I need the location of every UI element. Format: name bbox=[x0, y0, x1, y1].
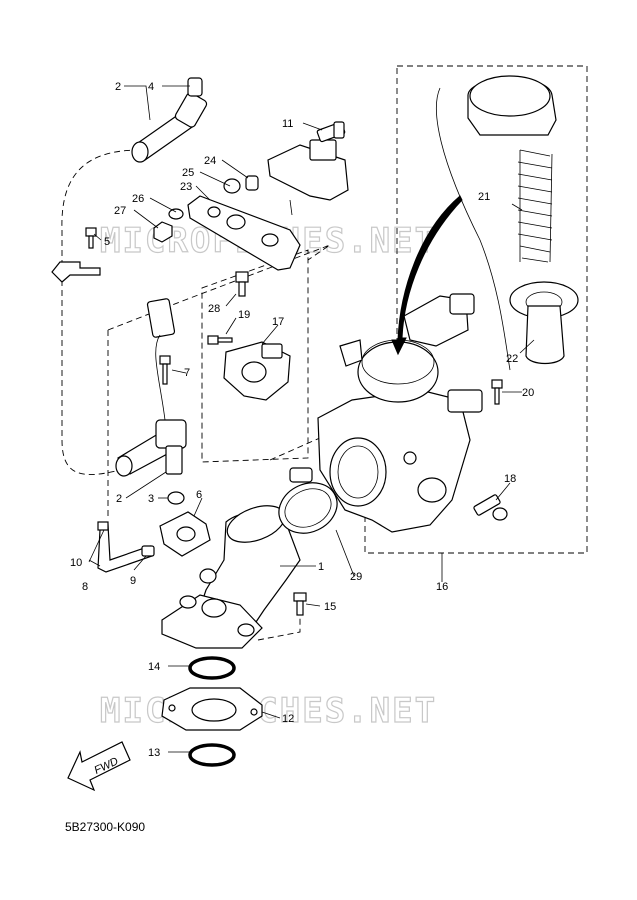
bracket-23 bbox=[187, 195, 301, 271]
spring-21 bbox=[517, 149, 553, 263]
callout-3: 3 bbox=[148, 493, 154, 505]
callout-17: 17 bbox=[272, 316, 284, 328]
callout-23: 23 bbox=[180, 181, 192, 193]
gasket-12 bbox=[161, 687, 263, 731]
hose-8 bbox=[97, 521, 155, 573]
screw-20 bbox=[491, 379, 503, 405]
callout-8: 8 bbox=[82, 581, 88, 593]
throttle-body-16 bbox=[317, 293, 483, 533]
bolt-15 bbox=[293, 592, 307, 616]
callout-16: 16 bbox=[436, 581, 448, 593]
callout-25: 25 bbox=[182, 167, 194, 179]
callout-26: 26 bbox=[132, 193, 144, 205]
bolt-5 bbox=[85, 227, 97, 249]
callout-11: 11 bbox=[282, 118, 293, 130]
fwd-arrow: FWD bbox=[67, 741, 131, 792]
assembly-arrow bbox=[391, 195, 463, 356]
callout-21: 21 bbox=[478, 191, 490, 203]
callout-13: 13 bbox=[148, 747, 160, 759]
callout-4: 4 bbox=[148, 81, 154, 93]
wire-loop bbox=[61, 149, 141, 475]
sensor-17 bbox=[223, 341, 291, 401]
callout-2-top: 2 bbox=[115, 81, 121, 93]
hose-clamp-29 bbox=[278, 467, 338, 534]
callout-18: 18 bbox=[504, 473, 516, 485]
callout-22: 22 bbox=[506, 353, 518, 365]
leader-dash-1 bbox=[269, 417, 366, 461]
diagram-code: 5B27300-K090 bbox=[65, 820, 146, 834]
needle-wire bbox=[435, 87, 511, 371]
grommet-25 bbox=[223, 178, 241, 194]
callout-7: 7 bbox=[184, 367, 190, 379]
callout-14: 14 bbox=[148, 661, 160, 673]
callout-labels: 2 4 11 24 25 23 26 27 5 28 19 17 7 2 3 6… bbox=[70, 81, 534, 759]
upper-sensor-part bbox=[131, 77, 208, 163]
nut-27 bbox=[153, 221, 173, 243]
bolt-7 bbox=[159, 355, 171, 385]
leader-lines bbox=[88, 85, 535, 753]
o-ring-14 bbox=[188, 656, 236, 680]
piston-22 bbox=[509, 281, 579, 365]
leader-dash-2 bbox=[257, 615, 301, 641]
callout-6: 6 bbox=[196, 489, 202, 501]
bolt-11 bbox=[316, 121, 346, 143]
callout-9: 9 bbox=[130, 575, 136, 587]
o-ring-3 bbox=[167, 491, 185, 505]
watermark-bottom: MICROFICHES.NET bbox=[100, 691, 437, 731]
collar-24 bbox=[245, 175, 259, 191]
callout-19: 19 bbox=[238, 309, 250, 321]
cap-part bbox=[467, 75, 557, 136]
washer-26 bbox=[168, 208, 184, 220]
lower-sensor-part bbox=[115, 298, 187, 477]
wire-clip bbox=[51, 261, 101, 283]
callout-12: 12 bbox=[282, 713, 294, 725]
intake-manifold bbox=[161, 505, 301, 649]
o-ring-13 bbox=[188, 743, 236, 767]
bolt-18 bbox=[473, 494, 508, 521]
callout-27: 27 bbox=[114, 205, 126, 217]
sensor-bracket-11 bbox=[267, 139, 349, 216]
callout-2-bottom: 2 bbox=[116, 493, 122, 505]
callout-5: 5 bbox=[104, 236, 110, 248]
bolt-28 bbox=[235, 271, 249, 297]
callout-28: 28 bbox=[208, 303, 220, 315]
screw-19 bbox=[207, 335, 233, 345]
callout-10: 10 bbox=[70, 557, 82, 569]
group-box-left bbox=[107, 244, 331, 520]
callout-15: 15 bbox=[324, 601, 336, 613]
callout-1: 1 bbox=[318, 561, 324, 573]
callout-29: 29 bbox=[350, 571, 362, 583]
callout-20: 20 bbox=[522, 387, 534, 399]
callout-24: 24 bbox=[204, 155, 216, 167]
